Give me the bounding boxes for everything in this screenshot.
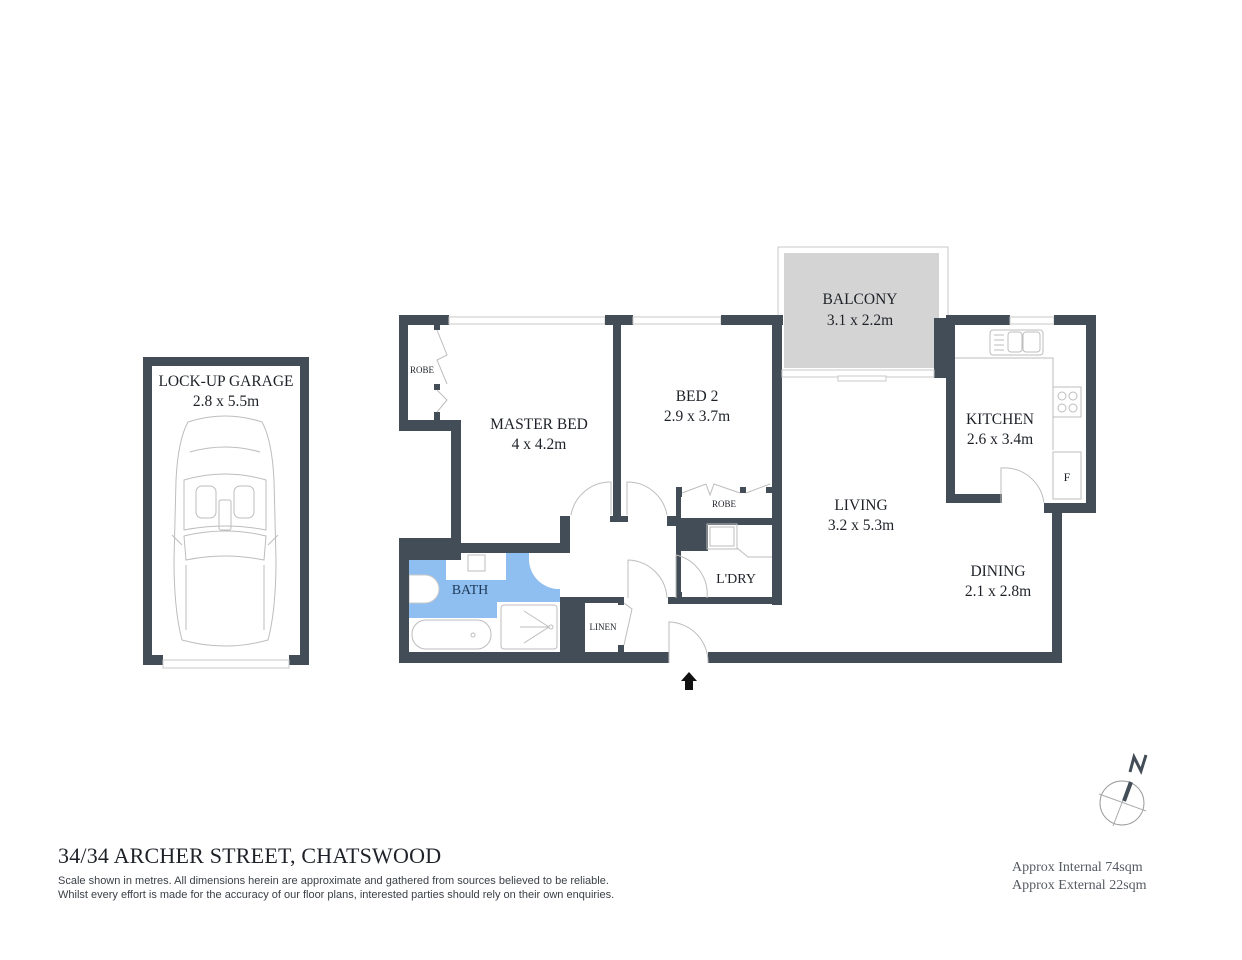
linen-label: LINEN [590,622,617,632]
living-name: LIVING [834,497,887,514]
bed2-robe-label: ROBE [712,499,737,509]
dining-name: DINING [970,563,1025,580]
entry-arrow-icon [681,672,697,690]
balcony-name: BALCONY [823,291,898,308]
garage: LOCK-UP GARAGE 2.8 x 5.5m [143,357,309,669]
walls [399,315,1096,663]
internal-area: Approx Internal 74sqm [1012,860,1143,875]
bed2-name: BED 2 [676,388,719,405]
kitchen-fixtures [955,329,1082,500]
balcony: BALCONY 3.1 x 2.2m [777,246,949,373]
disclaimer-line-1: Scale shown in metres. All dimensions he… [58,875,609,887]
car-icon [171,415,279,647]
balcony-size: 3.1 x 2.2m [827,312,893,329]
master-bed-size: 4 x 4.2m [512,436,567,453]
master-robe-label: ROBE [410,365,435,375]
property-address: 34/34 ARCHER STREET, CHATSWOOD [58,843,442,868]
garage-name: LOCK-UP GARAGE [158,373,293,390]
kitchen-name: KITCHEN [966,411,1034,428]
master-bed-name: MASTER BED [490,416,588,433]
bath-name: BATH [452,583,489,598]
laundry-label: L'DRY [716,572,756,587]
dining-size: 2.1 x 2.8m [965,583,1031,600]
bed2-size: 2.9 x 3.7m [664,408,730,425]
doors [570,467,1045,664]
garage-size: 2.8 x 5.5m [193,393,259,410]
disclaimer-line-2: Whilst every effort is made for the accu… [58,889,615,901]
kitchen-size: 2.6 x 3.4m [967,431,1033,448]
compass-icon [1098,752,1148,827]
external-area: Approx External 22sqm [1012,878,1147,893]
bath: BATH [408,553,560,652]
fridge-label: F [1064,470,1071,484]
living-size: 3.2 x 5.3m [828,517,894,534]
